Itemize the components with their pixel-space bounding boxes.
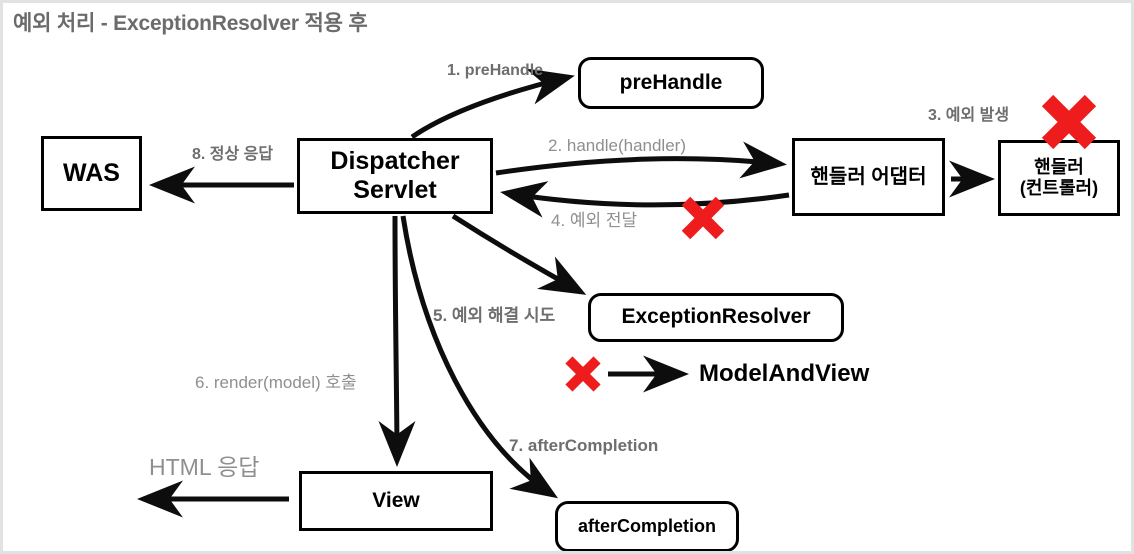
node-handler-controller-label: 핸들러 (컨트롤러) [1020,157,1098,198]
arrow-step6 [378,215,416,468]
node-handler-adapter-label: 핸들러 어댑터 [810,165,927,188]
arrow-step7 [400,215,559,499]
node-was[interactable]: WAS [41,136,142,211]
node-prehandle-label: preHandle [619,70,723,94]
diagram-arrows [136,68,996,518]
handler-line2: (컨트롤러) [1019,178,1099,198]
node-dispatcher-servlet[interactable]: Dispatcher Servlet [297,138,493,214]
dispatcher-line1: Dispatcher [330,147,460,176]
edge-label-html-response: HTML 응답 [149,454,260,480]
node-handler-adapter[interactable]: 핸들러 어댑터 [792,138,945,216]
node-handler-controller[interactable]: 핸들러 (컨트롤러) [998,140,1120,216]
arrow-step4 [500,181,790,218]
node-dispatcher-servlet-label: Dispatcher Servlet [330,147,459,205]
edge-label-step2: 2. handle(handler) [548,136,686,155]
arrow-step2 [495,141,787,179]
node-view-label: View [372,488,420,512]
node-exception-resolver-label: ExceptionResolver [621,305,811,329]
edge-label-step8: 8. 정상 응답 [192,146,274,163]
edge-label-step4: 4. 예외 전달 [551,211,638,230]
node-model-and-view: ModelAndView [699,360,870,387]
arrow-step1 [410,68,575,140]
node-prehandle[interactable]: preHandle [578,57,764,109]
handler-line1: 핸들러 [1034,157,1084,178]
edge-label-step3: 3. 예외 발생 [928,107,1010,124]
node-was-label: WAS [63,159,120,188]
node-exception-resolver[interactable]: ExceptionResolver [588,293,844,342]
dispatcher-line2: Servlet [353,176,437,204]
node-after-completion-label: afterCompletion [577,516,716,537]
edge-label-step5: 5. 예외 해결 시도 [433,306,556,325]
edge-label-step7: 7. afterCompletion [509,436,659,455]
edge-label-step1: 1. preHandle [447,62,544,79]
edge-label-step6: 6. render(model) 호출 [195,373,357,392]
arrow-step5 [451,213,587,295]
node-view[interactable]: View [299,471,493,531]
node-after-completion[interactable]: afterCompletion [555,501,739,551]
page-title: 예외 처리 - ExceptionResolver 적용 후 [13,12,368,35]
